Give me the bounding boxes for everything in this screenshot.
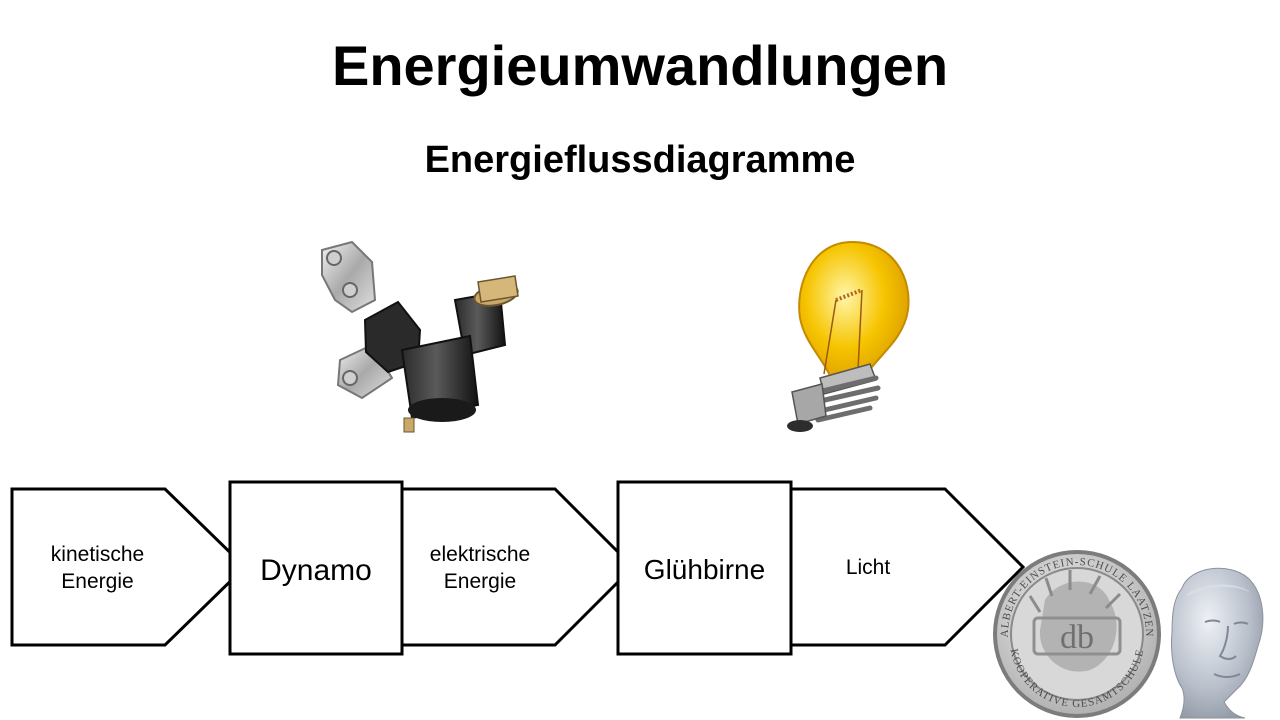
label-kinetic-line1: kinetische (50, 542, 145, 566)
dynamo-icon (321, 240, 519, 433)
label-dynamo: Dynamo (260, 553, 372, 587)
bust-icon (1171, 567, 1264, 719)
arrow-light (789, 487, 1026, 647)
label-light: Licht (845, 556, 891, 580)
label-electric-energy: elektrische Energie (410, 532, 550, 604)
label-electric-line2: Energie (443, 570, 517, 593)
page-title: Energieumwandlungen (331, 34, 949, 97)
label-kinetic-energy: kinetische Energie (30, 532, 165, 604)
box-gluehbirne (616, 480, 793, 656)
label-kinetic-line2: Energie (61, 570, 134, 593)
label-gluehbirne: Glühbirne (643, 553, 766, 585)
label-electric-line1: elektrische (429, 542, 531, 566)
arrow-kinetic-energy (10, 487, 248, 647)
lightbulb-icon (787, 240, 910, 432)
arrow-electric-energy (400, 487, 636, 647)
seal-monogram: db (1060, 619, 1094, 656)
page-subtitle: Energieflussdiagramme (424, 139, 856, 181)
school-seal-icon (993, 550, 1161, 718)
